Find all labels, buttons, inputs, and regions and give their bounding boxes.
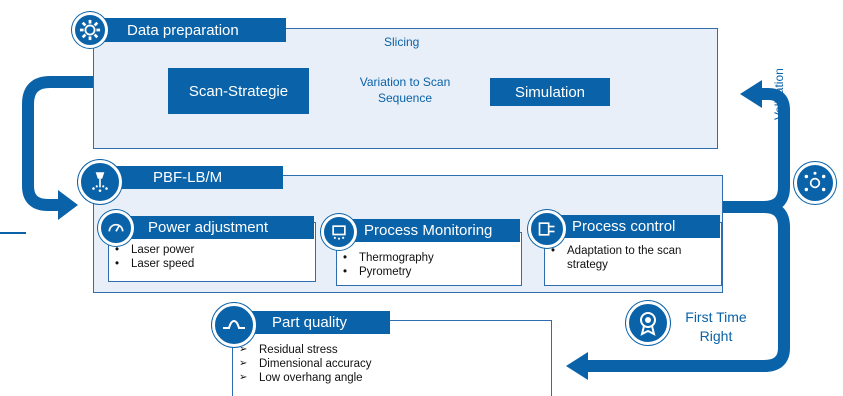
- variation-label: Variation to Scan Sequence: [359, 75, 451, 105]
- monitoring-item: Pyrometry: [337, 265, 521, 279]
- process-monitoring-title-text: Process Monitoring: [364, 222, 493, 239]
- simulation-box: Simulation: [490, 78, 610, 106]
- control-item: Adaptation to the scan strategy: [545, 244, 721, 272]
- part-quality-item: Residual stress: [233, 343, 551, 357]
- first-time-right-line1: First Time: [685, 309, 747, 325]
- simulation-label: Simulation: [514, 83, 586, 101]
- scan-strategie-box: Scan-Strategie: [168, 68, 309, 114]
- pbf-title-text: PBF-LB/M: [153, 169, 223, 186]
- validation-arrowhead: [740, 80, 762, 108]
- power-item: Laser power: [109, 243, 315, 257]
- network-icon: [794, 162, 836, 204]
- power-adjustment-title-text: Power adjustment: [148, 219, 269, 236]
- pbf-title: PBF-LB/M: [93, 166, 283, 189]
- prep-to-pbf-arrowhead: [58, 190, 78, 220]
- power-adjustment-title: Power adjustment: [114, 216, 314, 239]
- power-item: Laser speed: [109, 257, 315, 271]
- part-quality-item: Low overhang angle: [233, 371, 551, 385]
- part-quality-item: Dimensional accuracy: [233, 357, 551, 371]
- prep-to-pbf-arrow: [22, 76, 93, 211]
- slicing-label: Slicing: [384, 35, 420, 49]
- data-preparation-title: Data preparation: [93, 18, 286, 42]
- control-icon: [528, 210, 566, 248]
- laser-icon: [78, 160, 122, 204]
- first-time-right-arrow: [585, 201, 790, 372]
- power-gauge-icon: [98, 210, 134, 246]
- process-control-title-text: Process control: [572, 218, 676, 235]
- process-control-title: Process control: [548, 215, 720, 238]
- data-preparation-title-text: Data preparation: [127, 21, 239, 39]
- first-time-right-line2: Right: [699, 328, 733, 344]
- part-quality-icon: [212, 303, 256, 347]
- award-icon: [626, 301, 670, 345]
- first-time-right-arrowhead: [566, 352, 588, 380]
- process-monitoring-title: Process Monitoring: [338, 219, 520, 242]
- scan-strategie-label: Scan-Strategie: [188, 82, 289, 100]
- validation-label: Validation: [772, 68, 786, 120]
- gear-icon: [72, 12, 108, 48]
- monitoring-icon: [321, 214, 357, 250]
- part-quality-title: Part quality: [232, 311, 390, 334]
- part-quality-title-text: Part quality: [272, 314, 348, 331]
- monitoring-item: Thermography: [337, 251, 521, 265]
- first-time-right-label: First Time Right: [668, 308, 764, 346]
